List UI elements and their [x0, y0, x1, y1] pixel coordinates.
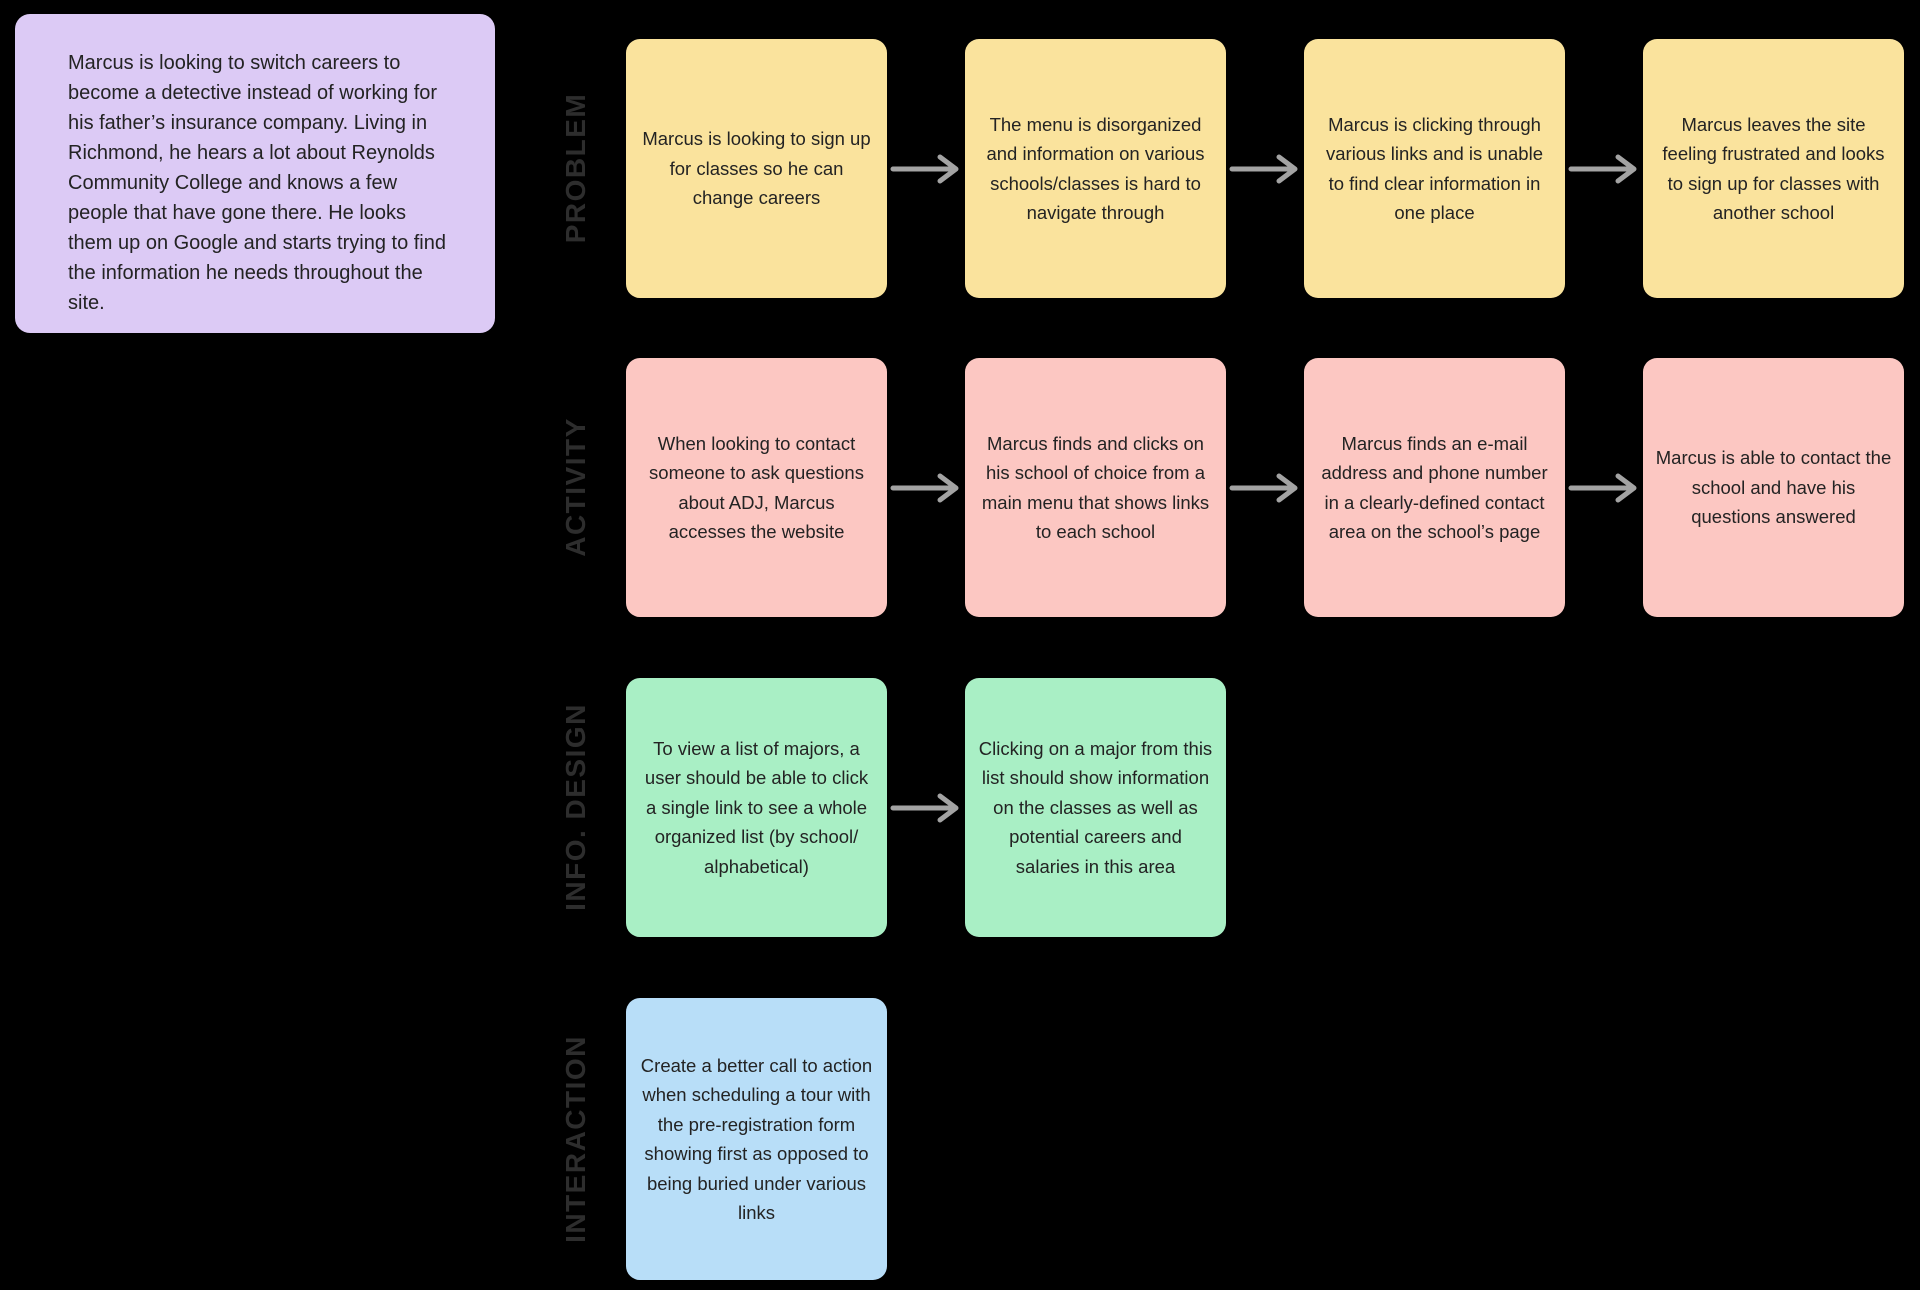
sticky-note-text: Marcus leaves the site feeling frustrate… [1662, 113, 1885, 224]
row-label-interaction-text: INTERACTION [560, 1035, 591, 1243]
sticky-note-activity-1[interactable]: When looking to contact someone to ask q… [626, 358, 887, 617]
flow-arrow-icon[interactable] [1226, 39, 1304, 298]
flow-arrow-icon[interactable] [887, 358, 965, 617]
sticky-note-text: Marcus is clicking through various links… [1326, 113, 1543, 224]
sticky-note-activity-2[interactable]: Marcus finds and clicks on his school of… [965, 358, 1226, 617]
sticky-note-info-design-2[interactable]: Clicking on a major from this list shoul… [965, 678, 1226, 937]
interaction-row: Create a better call to action when sche… [626, 998, 887, 1280]
sticky-note-info-design-1[interactable]: To view a list of majors, a user should … [626, 678, 887, 937]
sticky-note-text: Marcus is looking to sign up for classes… [642, 128, 871, 209]
sticky-note-problem-1[interactable]: Marcus is looking to sign up for classes… [626, 39, 887, 298]
info-design-row: To view a list of majors, a user should … [626, 678, 1226, 937]
sticky-note-text: Clicking on a major from this list shoul… [978, 737, 1213, 877]
row-label-info-design[interactable]: INFO. DESIGN [556, 647, 596, 967]
row-label-activity[interactable]: ACTIVITY [556, 327, 596, 647]
sticky-note-activity-4[interactable]: Marcus is able to contact the school and… [1643, 358, 1904, 617]
flow-arrow-icon[interactable] [1565, 358, 1643, 617]
sticky-note-text: When looking to contact someone to ask q… [649, 432, 864, 543]
row-label-problem-text: PROBLEM [560, 92, 591, 244]
row-label-problem[interactable]: PROBLEM [556, 8, 596, 328]
flow-arrow-icon[interactable] [1565, 39, 1643, 298]
flow-arrow-icon[interactable] [887, 678, 965, 937]
sticky-note-activity-3[interactable]: Marcus finds an e-mail address and phone… [1304, 358, 1565, 617]
activity-row: When looking to contact someone to ask q… [626, 358, 1904, 617]
sticky-note-text: Marcus is able to contact the school and… [1655, 447, 1892, 528]
flow-arrow-icon[interactable] [1226, 358, 1304, 617]
sticky-note-problem-3[interactable]: Marcus is clicking through various links… [1304, 39, 1565, 298]
sticky-note-text: Marcus finds and clicks on his school of… [981, 432, 1210, 543]
sticky-note-problem-4[interactable]: Marcus leaves the site feeling frustrate… [1643, 39, 1904, 298]
sticky-note-text: To view a list of majors, a user should … [644, 737, 869, 877]
row-label-activity-text: ACTIVITY [560, 417, 591, 557]
sticky-note-text: Create a better call to action when sche… [640, 1054, 873, 1224]
sticky-note-text: The menu is disorganized and information… [986, 113, 1205, 224]
sticky-note-problem-2[interactable]: The menu is disorganized and information… [965, 39, 1226, 298]
problem-row: Marcus is looking to sign up for classes… [626, 39, 1904, 298]
row-label-info-design-text: INFO. DESIGN [560, 703, 591, 911]
scenario-text: Marcus is looking to switch careers to b… [68, 52, 446, 314]
sticky-note-text: Marcus finds an e-mail address and phone… [1321, 432, 1548, 543]
row-label-interaction[interactable]: INTERACTION [556, 979, 596, 1290]
scenario-sticky-note[interactable]: Marcus is looking to switch careers to b… [15, 14, 495, 333]
sticky-note-interaction-1[interactable]: Create a better call to action when sche… [626, 998, 887, 1280]
flow-arrow-icon[interactable] [887, 39, 965, 298]
